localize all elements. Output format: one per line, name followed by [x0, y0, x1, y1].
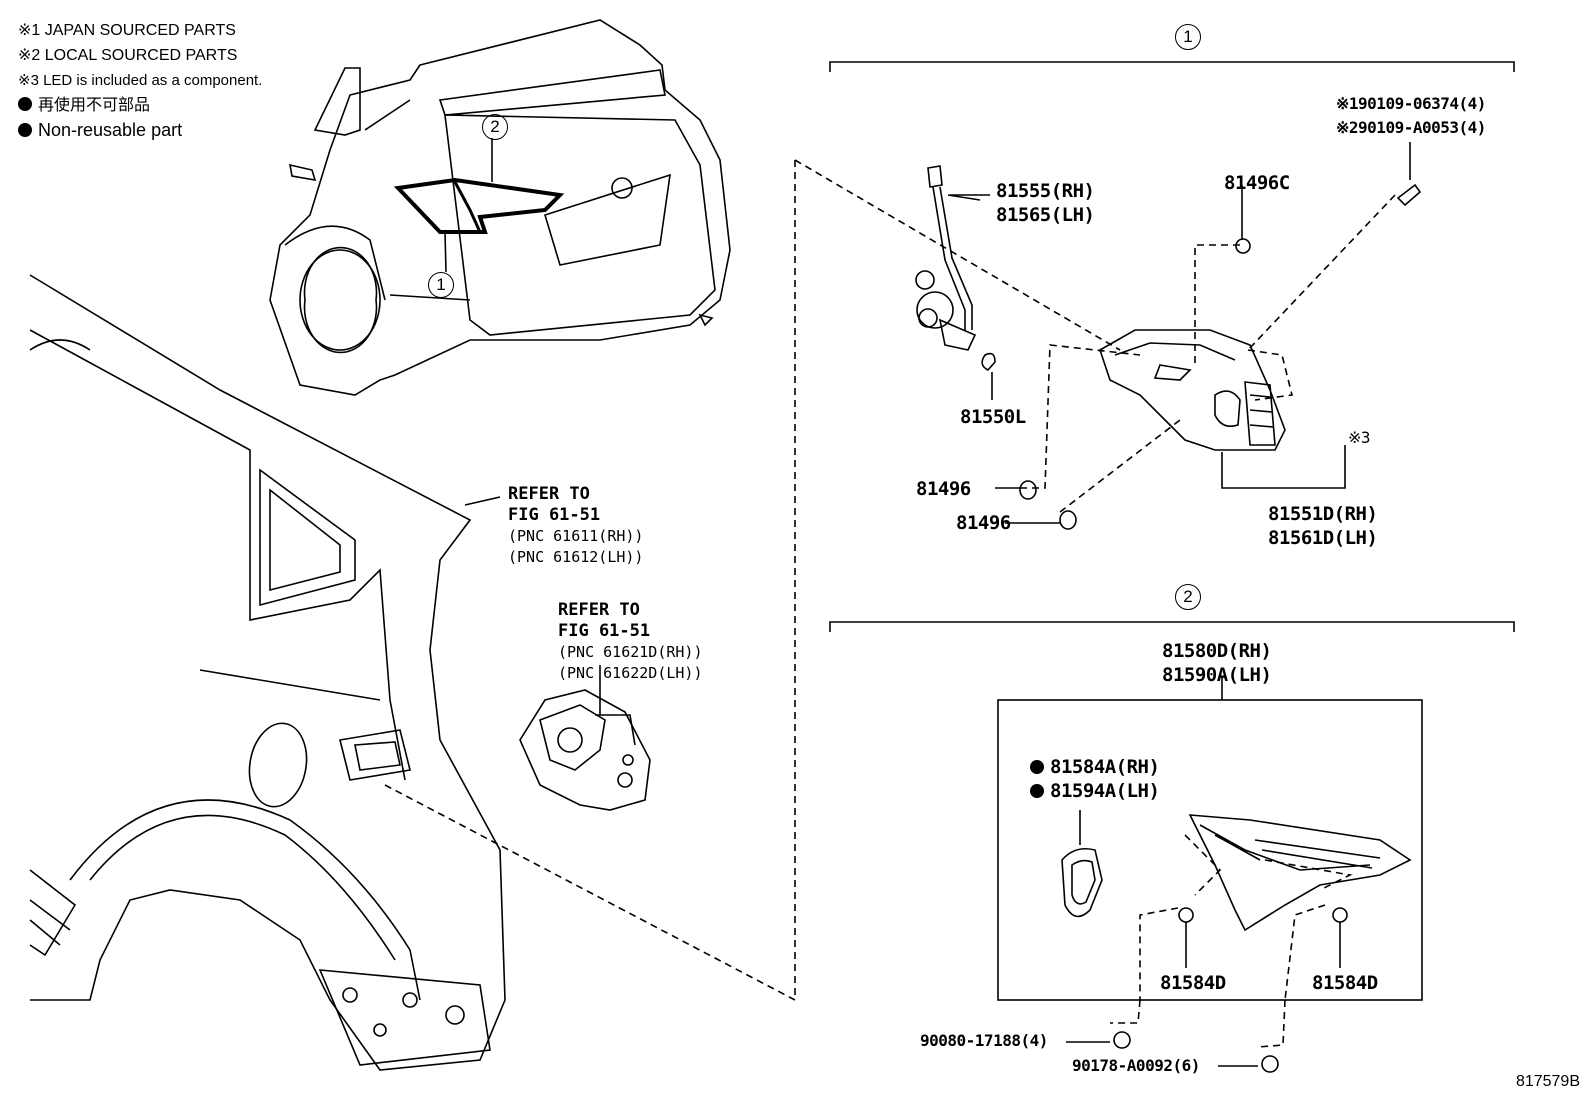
bullet-icon [18, 123, 32, 137]
callout-1-vehicle: 1 [428, 272, 454, 298]
legend-note-local: ※2 LOCAL SOURCED PARTS [18, 47, 238, 64]
legend-nonreusable-jp: 再使用不可部品 [18, 93, 262, 118]
part-81580d: 81580D(RH) [1162, 640, 1272, 662]
part-81561d: 81561D(LH) [1268, 527, 1378, 549]
callout-2-section: 2 [1175, 584, 1201, 610]
part-81496c: 81496C [1224, 172, 1290, 194]
lens-lamp [1188, 814, 1412, 932]
dashed-leaders [384, 159, 1396, 1048]
callout-2-vehicle: 2 [482, 114, 508, 140]
nut-90178 [1261, 1055, 1279, 1073]
clip-81496c [1235, 238, 1251, 254]
refer1-fig: FIG 61-51 [508, 505, 601, 525]
callout-1-section: 1 [1175, 24, 1201, 50]
legend: ※1 JAPAN SOURCED PARTS ※2 LOCAL SOURCED … [18, 18, 262, 143]
reinforcement-bracket [519, 689, 651, 811]
part-81584d-right: 81584D [1312, 972, 1378, 994]
quarter-panel [29, 274, 506, 1071]
clip-right [1332, 907, 1348, 923]
legend-note-japan: ※1 JAPAN SOURCED PARTS [18, 22, 236, 39]
refer1-pnc-rh: (PNC 61611(RH)) [508, 527, 644, 545]
part-81584d-left: 81584D [1160, 972, 1226, 994]
section2-bracket [829, 621, 1515, 632]
part-90178-A0092: 90178-A0092(6) [1072, 1056, 1200, 1075]
legend-note-led: ※3 LED is included as a component. [18, 72, 263, 89]
lamp-leader [1221, 445, 1346, 489]
part-81496-b: 81496 [956, 512, 1011, 534]
screw [1396, 183, 1422, 207]
refer1-title: REFER TO [508, 484, 590, 504]
diagram-code: 817579B [1515, 1073, 1580, 1090]
part-81594a: 81594A(LH) [1030, 780, 1160, 802]
socket-harness [915, 165, 996, 400]
section1-bracket [829, 61, 1515, 72]
part-81551d: 81551D(RH) [1268, 503, 1378, 525]
gasket [1061, 810, 1103, 918]
lens-assembly-box [997, 699, 1423, 1001]
bullet-icon [18, 97, 32, 111]
nonreusable-icon [1030, 784, 1044, 798]
part-90109-A0053: ※290109-A0053(4) [1336, 118, 1486, 137]
nonreusable-icon [1030, 760, 1044, 774]
part-81550l: 81550L [960, 406, 1026, 428]
refer2-fig: FIG 61-51 [558, 621, 651, 641]
legend-nonreusable-en: Non-reusable part [18, 118, 262, 143]
refer2-pnc-lh: (PNC 61622D(LH)) [558, 664, 703, 682]
grommet-81496a [1019, 480, 1037, 500]
part-90080-17188: 90080-17188(4) [920, 1031, 1048, 1050]
note-led: ※3 [1348, 428, 1371, 447]
part-81555: 81555(RH) [996, 180, 1095, 202]
refer2-title: REFER TO [558, 600, 640, 620]
part-81496-a: 81496 [916, 478, 971, 500]
rear-combination-lamp [1099, 329, 1286, 451]
refer-block-1: REFER TO FIG 61-51 (PNC 61611(RH)) (PNC … [508, 484, 643, 568]
part-90109-06374: ※190109-06374(4) [1336, 94, 1486, 113]
part-81565: 81565(LH) [996, 204, 1095, 226]
grommet-81496b [1059, 510, 1077, 530]
part-81590a: 81590A(LH) [1162, 664, 1272, 686]
vehicle-rear-view [269, 19, 731, 396]
refer-line-1 [464, 496, 501, 506]
clip-left [1178, 907, 1194, 923]
refer1-pnc-lh: (PNC 61612(LH)) [508, 548, 644, 566]
refer-block-2: REFER TO FIG 61-51 (PNC 61621D(RH)) (PNC… [558, 600, 703, 684]
part-81584a: 81584A(RH) [1030, 756, 1160, 778]
refer2-pnc-rh: (PNC 61621D(RH)) [558, 643, 703, 661]
nut-90080 [1113, 1031, 1131, 1049]
